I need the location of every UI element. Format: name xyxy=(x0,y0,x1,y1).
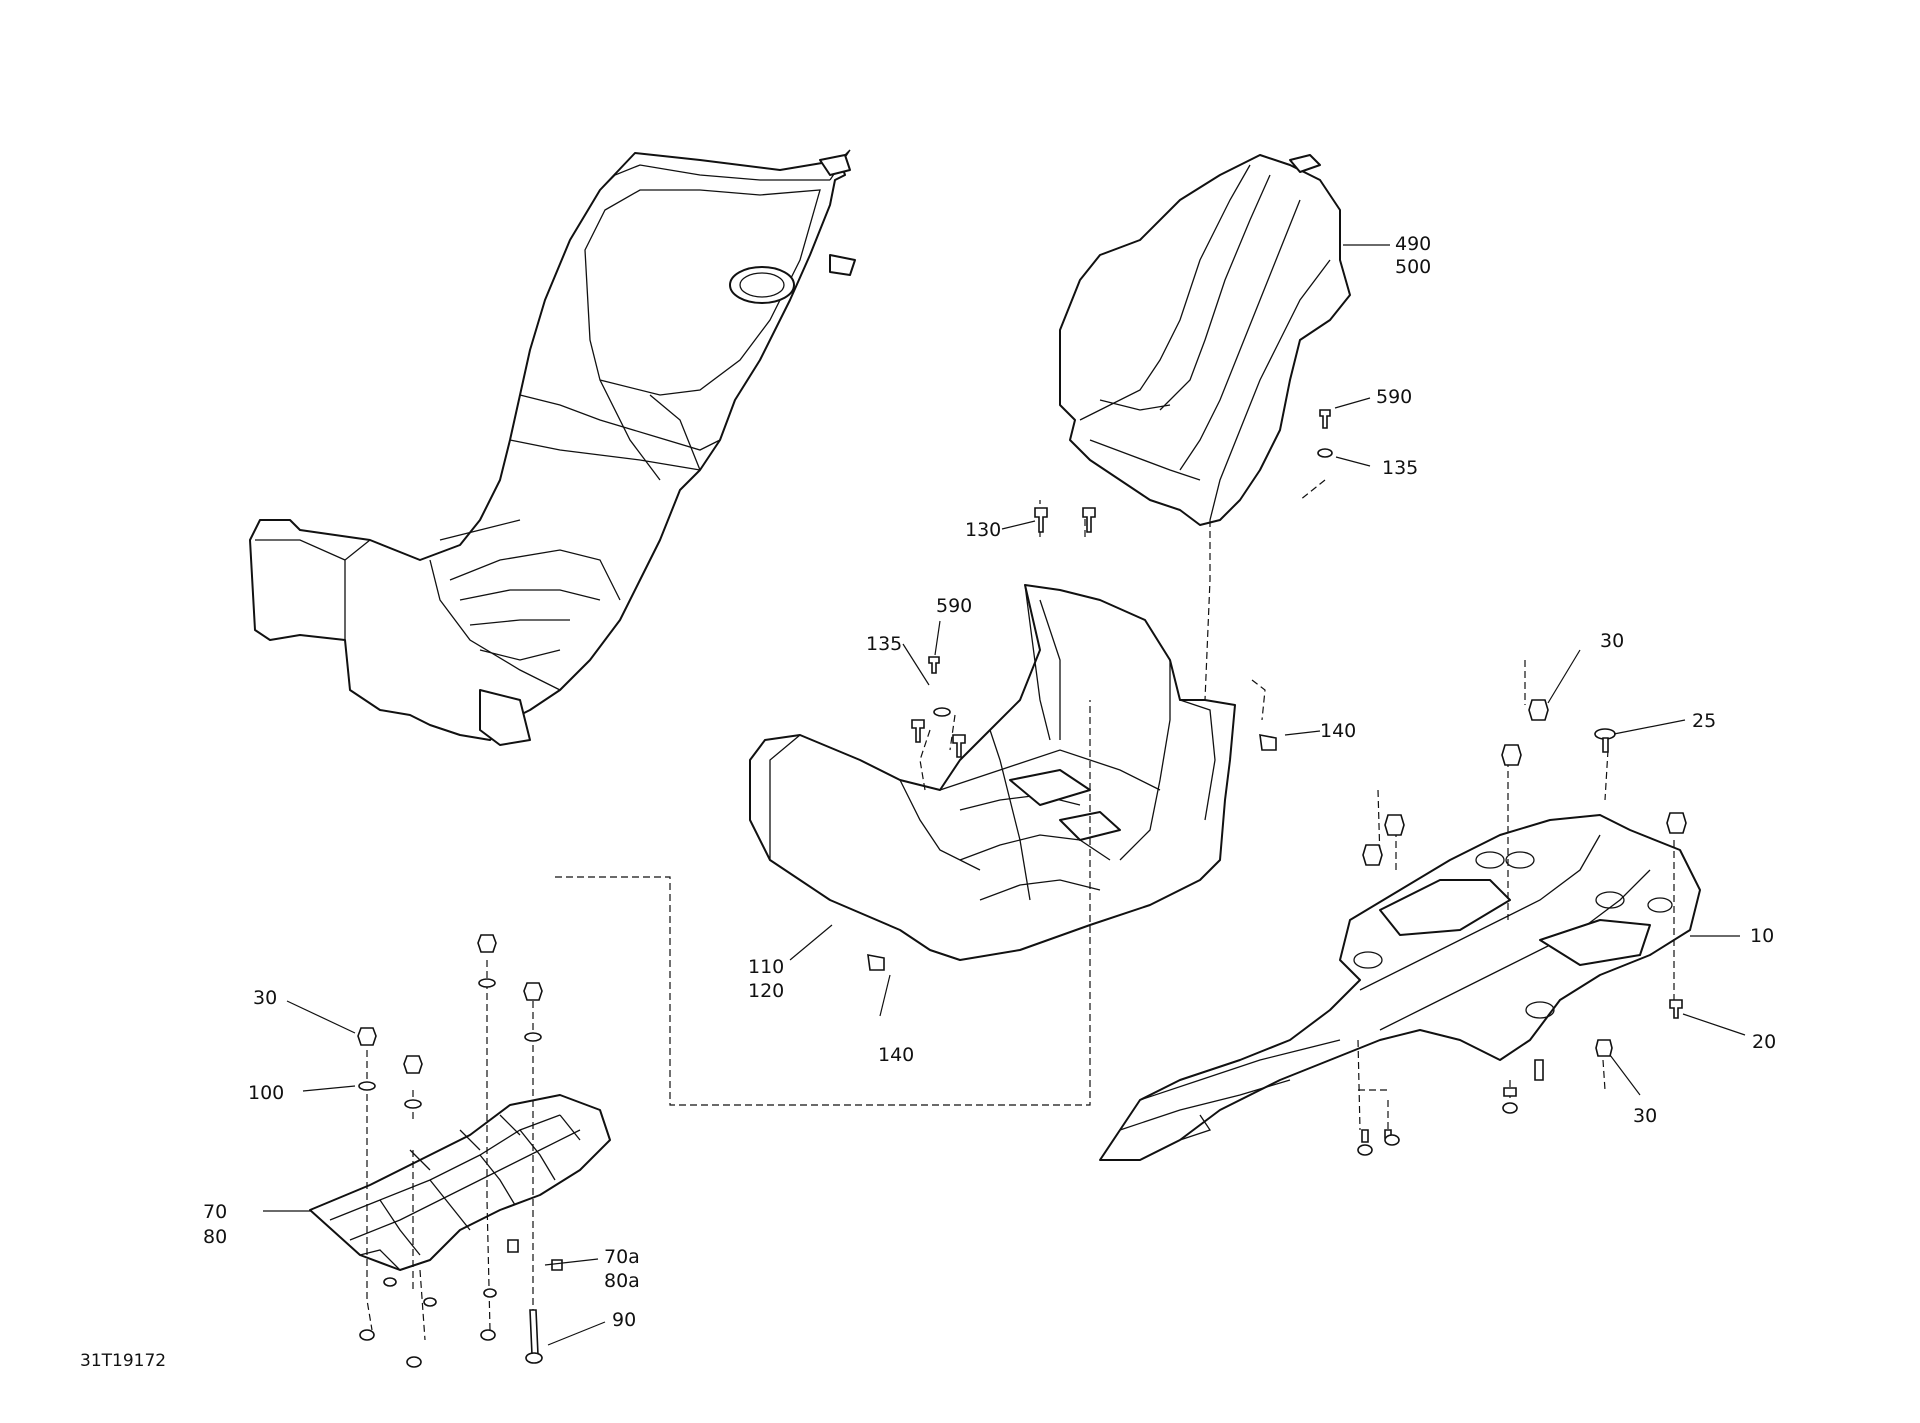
callout-500: 500 xyxy=(1395,256,1431,278)
hardware-fasteners xyxy=(357,409,1687,1368)
callout-100: 100 xyxy=(248,1082,284,1104)
callout-20: 20 xyxy=(1752,1031,1776,1053)
callout-90: 90 xyxy=(612,1309,636,1331)
callout-135-upper: 135 xyxy=(1382,457,1418,479)
callout-80a: 80a xyxy=(604,1270,640,1292)
callout-80: 80 xyxy=(203,1226,227,1248)
center-footwell xyxy=(749,584,1236,961)
rear-fender-assembly xyxy=(249,149,856,746)
callout-590-center: 590 xyxy=(936,595,972,617)
callout-590-upper: 590 xyxy=(1376,386,1412,408)
assembly-lines xyxy=(366,500,1675,1341)
callout-490: 490 xyxy=(1395,233,1431,255)
right-fender-panel xyxy=(1059,154,1351,526)
callout-labels: 490 500 590 135 130 590 135 140 30 25 10… xyxy=(80,233,1776,1371)
callout-110: 110 xyxy=(748,956,784,978)
callout-70a: 70a xyxy=(604,1246,640,1268)
callout-30-top: 30 xyxy=(1600,630,1624,652)
diagram-id: 31T19172 xyxy=(80,1351,166,1371)
callout-25: 25 xyxy=(1692,710,1716,732)
callout-70: 70 xyxy=(203,1201,227,1223)
callout-140-right: 140 xyxy=(1320,720,1356,742)
callout-30-bottom-right: 30 xyxy=(1633,1105,1657,1127)
callout-130: 130 xyxy=(965,519,1001,541)
callout-10: 10 xyxy=(1750,925,1774,947)
callout-30-left: 30 xyxy=(253,987,277,1009)
leader-lines xyxy=(263,244,1746,1346)
callout-120: 120 xyxy=(748,980,784,1002)
skid-plate xyxy=(1099,814,1701,1161)
footrest-plate xyxy=(309,1094,611,1271)
callout-135-center: 135 xyxy=(866,633,902,655)
callout-140-center: 140 xyxy=(878,1044,914,1066)
